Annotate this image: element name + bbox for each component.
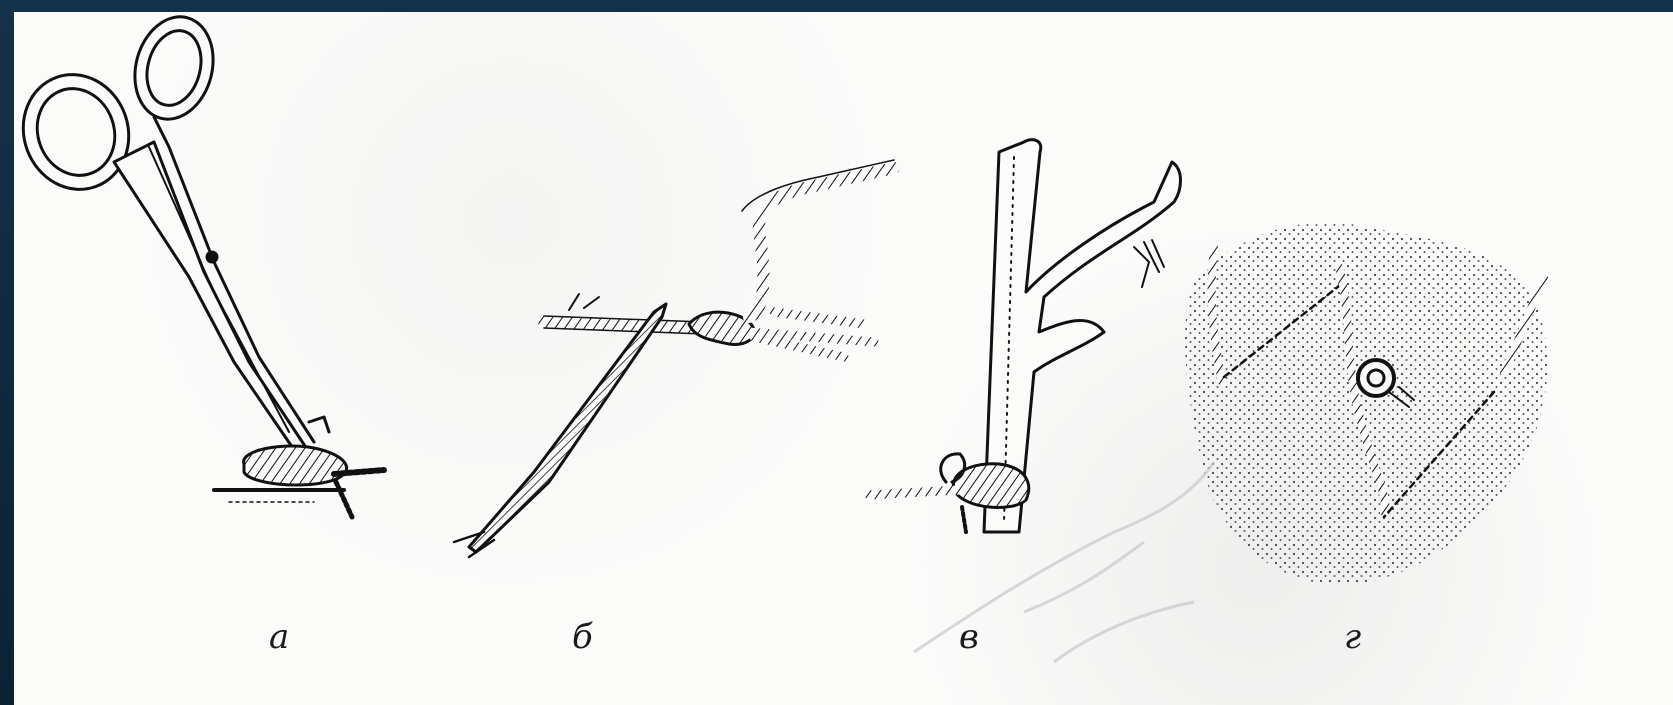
needle-holder bbox=[469, 304, 666, 552]
panel-g-tissue-suture bbox=[1185, 222, 1547, 584]
suture-thread-left bbox=[544, 322, 704, 328]
caption-b: б bbox=[572, 617, 593, 657]
panel-v-vessel-ligation bbox=[869, 140, 1181, 532]
illustration-plate: а б в г bbox=[14, 12, 1673, 705]
tissue-area bbox=[1185, 222, 1547, 584]
ligature-loop bbox=[244, 446, 347, 485]
hemostat-ring-left bbox=[14, 60, 145, 205]
caption-a: а bbox=[269, 617, 289, 657]
caption-v: в bbox=[959, 617, 979, 657]
panel-a-hemostat bbox=[14, 12, 384, 517]
hemostat-shanks bbox=[114, 142, 309, 457]
hemostat-ring-right bbox=[124, 12, 224, 128]
caption-g: г bbox=[1344, 617, 1361, 657]
suture-illustrations bbox=[14, 12, 1673, 705]
suture-thread-ends bbox=[749, 312, 874, 357]
suture-knot-ring bbox=[1358, 360, 1394, 396]
panel-b-knot-tying bbox=[454, 160, 894, 557]
